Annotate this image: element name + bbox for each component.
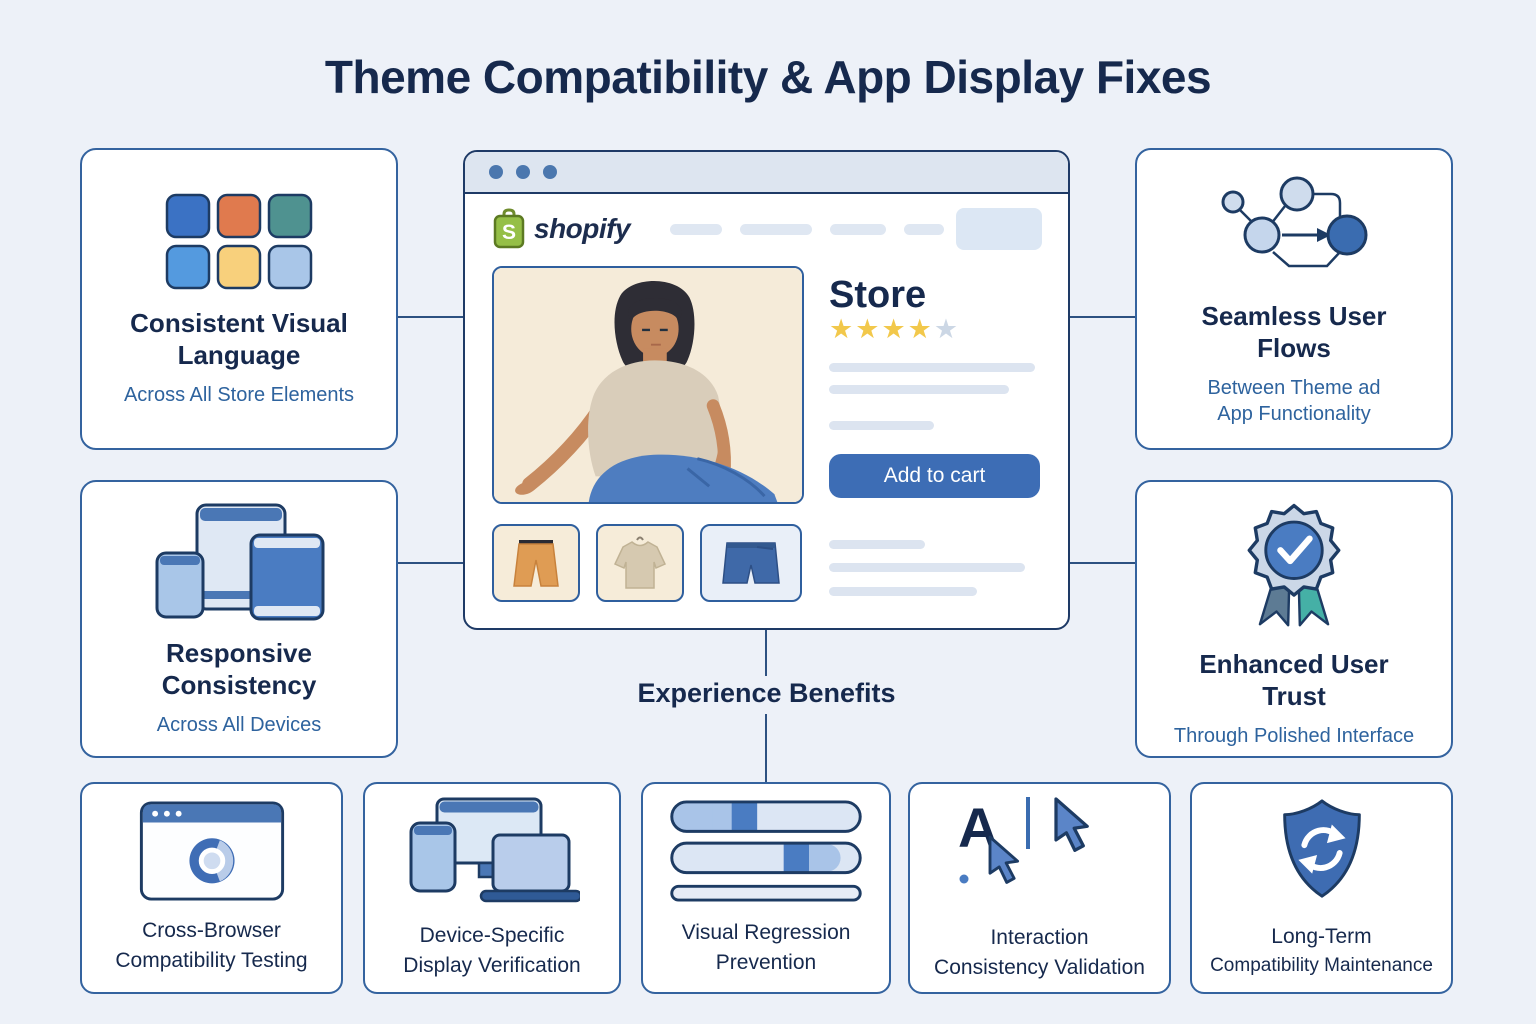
rating-stars: ★★★★★ [829,314,961,344]
store-navbar: S shopify [465,192,1068,266]
text-placeholder [829,363,1035,372]
connector-left-mid [398,562,464,564]
nav-links-placeholder [670,223,945,235]
text-placeholder [829,540,925,549]
card-subtitle: Across All Devices [156,713,322,736]
window-dot-icon[interactable] [489,165,503,179]
text-placeholder [829,587,977,596]
connector-vertical-upper [765,630,767,676]
page-title: Theme Compatibility & App Display Fixes [324,51,1212,103]
card-subtitle: Through Polished Interface [1173,724,1415,747]
product-photo[interactable] [492,266,804,504]
window-dot-icon[interactable] [516,165,530,179]
progress-bars-icon [667,798,865,904]
thumbnail-orange-shorts[interactable] [492,524,580,602]
shopify-wordmark: shopify [534,213,631,244]
text-placeholder [829,385,1009,394]
chromium-browser-icon [138,800,286,902]
store-title: Store [829,274,927,316]
model-illustration [494,268,802,502]
connector-left-top [398,316,464,318]
browser-window: S shopify [463,150,1070,630]
window-dot-icon[interactable] [543,165,557,179]
responsive-devices-icon [149,501,329,621]
connector-right-top [1070,316,1136,318]
nav-link-placeholder[interactable] [830,223,887,235]
thumbnail-blue-shorts[interactable] [700,524,802,602]
svg-text:S: S [502,221,516,244]
browser-titlebar [465,152,1068,194]
text-placeholder [829,421,934,430]
nav-link-placeholder[interactable] [670,223,723,235]
thumbnail-beige-tshirt[interactable] [596,524,684,602]
text-placeholder [829,563,1025,572]
card-subtitle: Across All Store Elements [123,383,355,406]
experience-benefits-label: Experience Benefits [637,678,896,708]
cursor-interaction-icon: A [950,793,1130,909]
navbar-action-button[interactable] [956,208,1042,250]
add-to-cart-button[interactable]: Add to cart [829,454,1040,498]
shopify-bag-icon: S [493,208,525,249]
product-details: Store ★★★★★ Add to cart [829,276,1043,498]
connector-right-mid [1070,562,1136,564]
verified-badge-icon [1209,490,1379,632]
multi-device-icon [405,795,580,907]
connector-vertical-lower [765,714,767,782]
nav-link-placeholder[interactable] [904,223,945,235]
shield-refresh-icon [1263,796,1381,908]
description-placeholder [829,540,1025,596]
color-grid-icon [160,191,318,291]
product-thumbnails [492,524,802,602]
shopify-logo[interactable]: S shopify [491,208,631,250]
nav-link-placeholder[interactable] [740,223,813,235]
user-flow-nodes-icon [1207,172,1382,284]
